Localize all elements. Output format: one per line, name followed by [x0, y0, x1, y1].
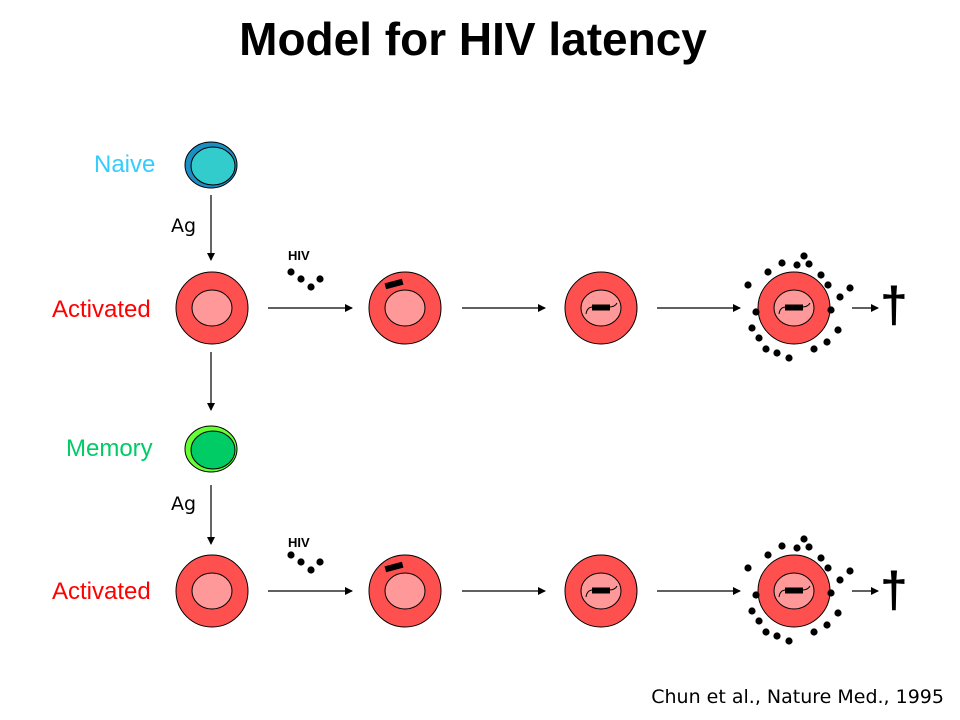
released-virion: [846, 284, 854, 292]
released-virion: [785, 354, 793, 362]
hiv-virion: [287, 268, 295, 276]
released-virion: [805, 543, 813, 551]
released-virion: [793, 261, 801, 269]
released-virion: [805, 260, 813, 268]
hiv-virion: [307, 283, 315, 291]
released-virion: [810, 345, 818, 353]
infection-row-top: [175, 252, 879, 362]
released-virion: [785, 637, 793, 645]
released-virion: [762, 628, 770, 636]
released-virion: [748, 607, 756, 615]
released-virion: [748, 324, 756, 332]
naive-cell: [184, 141, 238, 189]
released-virion: [755, 617, 763, 625]
cell-death-icon-top: †: [880, 277, 908, 333]
hiv-label-bottom: HIV: [288, 535, 310, 550]
released-virion: [773, 632, 781, 640]
activated-cell: [175, 271, 249, 345]
released-virion: [810, 628, 818, 636]
activated-label-bottom: Activated: [52, 578, 151, 605]
released-virion: [846, 567, 854, 575]
released-virion: [793, 544, 801, 552]
provirus-cell: [564, 554, 638, 628]
released-virion: [824, 564, 832, 572]
cell-death-icon-bottom: †: [880, 562, 908, 618]
released-virion: [778, 259, 786, 267]
released-virion: [823, 338, 831, 346]
virus-bound-cell: [368, 554, 442, 628]
released-virion: [778, 542, 786, 550]
released-virion: [744, 281, 752, 289]
viral-genome: [384, 561, 404, 573]
released-virion: [764, 268, 772, 276]
released-virion: [764, 551, 772, 559]
released-virion: [744, 564, 752, 572]
activated-label-top: Activated: [52, 296, 151, 323]
activated-cell: [175, 554, 249, 628]
infection-row-bottom: [175, 535, 879, 645]
released-virion: [755, 334, 763, 342]
released-virion: [762, 345, 770, 353]
integrated-provirus: [785, 587, 803, 594]
page-title: Model for HIV latency: [239, 13, 707, 65]
naive-label: Naive: [94, 151, 156, 178]
hiv-virion: [297, 558, 305, 566]
antigen-label-bottom: Ag: [171, 493, 197, 515]
hiv-virion: [297, 275, 305, 283]
released-virion: [836, 576, 844, 584]
released-virion: [817, 271, 825, 279]
released-virion: [752, 591, 760, 599]
released-virion: [824, 281, 832, 289]
provirus-cell: [564, 271, 638, 345]
virus-bound-cell: [368, 271, 442, 345]
released-virion: [800, 252, 808, 260]
viral-genome: [384, 278, 404, 290]
hiv-virion: [307, 566, 315, 574]
hiv-virion: [287, 551, 295, 559]
released-virion: [773, 349, 781, 357]
released-virion: [752, 308, 760, 316]
antigen-label-top: Ag: [171, 215, 197, 237]
released-virion: [823, 621, 831, 629]
hiv-virion: [316, 558, 324, 566]
released-virion: [827, 589, 835, 597]
hiv-label-top: HIV: [288, 248, 310, 263]
integrated-provirus: [785, 304, 803, 311]
released-virion: [800, 535, 808, 543]
hiv-virion: [316, 275, 324, 283]
citation: Chun et al., Nature Med., 1995: [651, 686, 944, 708]
integrated-provirus: [592, 587, 610, 594]
released-virion: [834, 326, 842, 334]
integrated-provirus: [592, 304, 610, 311]
released-virion: [836, 293, 844, 301]
memory-label: Memory: [66, 435, 153, 462]
virus-producing-cell: [757, 554, 831, 628]
virus-producing-cell: [757, 271, 831, 345]
released-virion: [817, 554, 825, 562]
released-virion: [834, 609, 842, 617]
released-virion: [827, 306, 835, 314]
memory-cell: [184, 425, 238, 473]
